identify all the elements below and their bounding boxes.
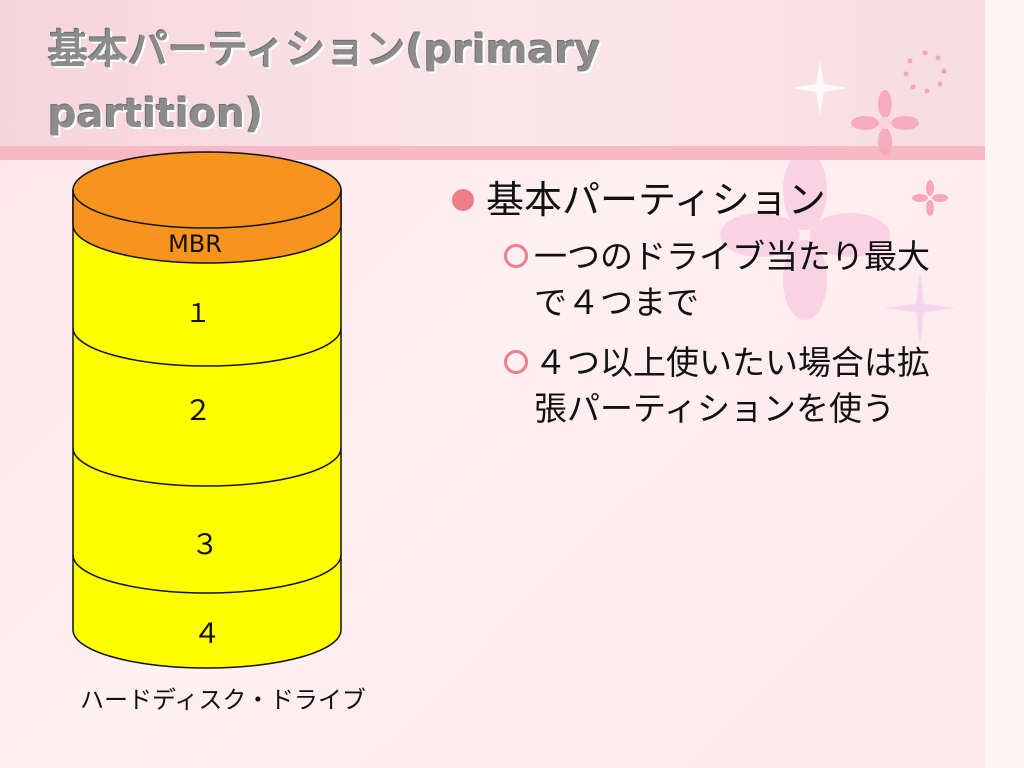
bullet-ring-icon <box>504 244 528 268</box>
segment-label-mbr: MBR <box>168 230 222 258</box>
bullet-sub-2-text: ４つ以上使いたい場合は拡張パーティションを使う <box>534 343 930 428</box>
decoration-dots-icon <box>903 50 947 94</box>
bullet-ring-icon <box>504 350 528 374</box>
bullet-main-text: 基本パーティション <box>486 178 826 222</box>
segment-label-4: ４ <box>193 617 221 650</box>
bullet-sub-2: ４つ以上使いたい場合は拡張パーティションを使う <box>504 340 952 432</box>
partition-divider <box>72 327 342 367</box>
decoration-sparkle-icon <box>792 60 848 116</box>
segment-label-1: １ <box>185 299 211 329</box>
decoration-flower-icon <box>851 90 919 156</box>
bullet-list: 基本パーティション 一つのドライブ当たり最大で４つまで ４つ以上使いたい場合は拡… <box>452 172 952 432</box>
partition-divider <box>72 447 342 487</box>
segment-label-2: ２ <box>184 394 212 427</box>
decoration-sparkle-right-icon <box>884 272 956 344</box>
segment-label-3: ３ <box>191 528 219 561</box>
partition-divider <box>72 554 342 594</box>
right-margin-strip <box>985 0 1024 768</box>
decoration-large-flower-icon <box>720 150 890 320</box>
bullet-dot-icon <box>452 189 474 211</box>
hard-disk-diagram: MBR １ ２ ３ ４ <box>72 151 342 669</box>
bullet-sub-1-text: 一つのドライブ当たり最大で４つまで <box>534 237 930 322</box>
slide-title: 基本パーティション(primary partition) <box>48 27 601 137</box>
decoration-small-flower-icon <box>912 180 948 216</box>
disk-top <box>72 151 342 229</box>
disk-caption: ハードディスク・ドライブ <box>80 686 366 714</box>
bullet-main: 基本パーティション <box>452 172 952 228</box>
bullet-sub-1: 一つのドライブ当たり最大で４つまで <box>504 234 952 326</box>
